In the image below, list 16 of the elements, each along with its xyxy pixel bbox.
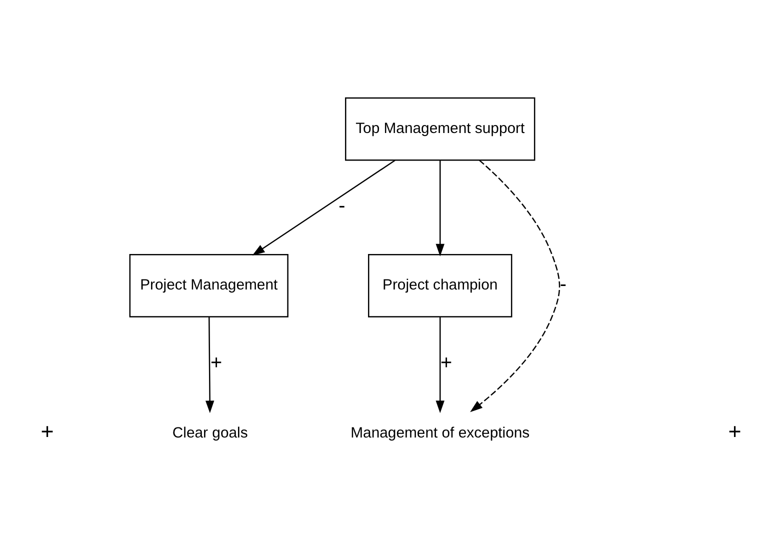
node-text: Management of exceptions — [350, 425, 530, 442]
arrow — [252, 159, 396, 255]
arrow — [205, 316, 214, 413]
node-text: Clear goals — [172, 425, 248, 442]
edge-label: + — [440, 351, 452, 374]
label: + — [40, 418, 54, 444]
node-box: Top Management support — [345, 96, 536, 160]
node-box: Project champion — [368, 254, 512, 317]
arrow — [436, 316, 444, 413]
edge-label: + — [210, 351, 222, 374]
edge-label: - — [338, 194, 346, 217]
arrow — [436, 160, 444, 256]
edge-label: - — [560, 272, 566, 295]
label: + — [728, 418, 742, 444]
arrow — [470, 159, 560, 412]
node-box: Project Management — [129, 254, 288, 317]
